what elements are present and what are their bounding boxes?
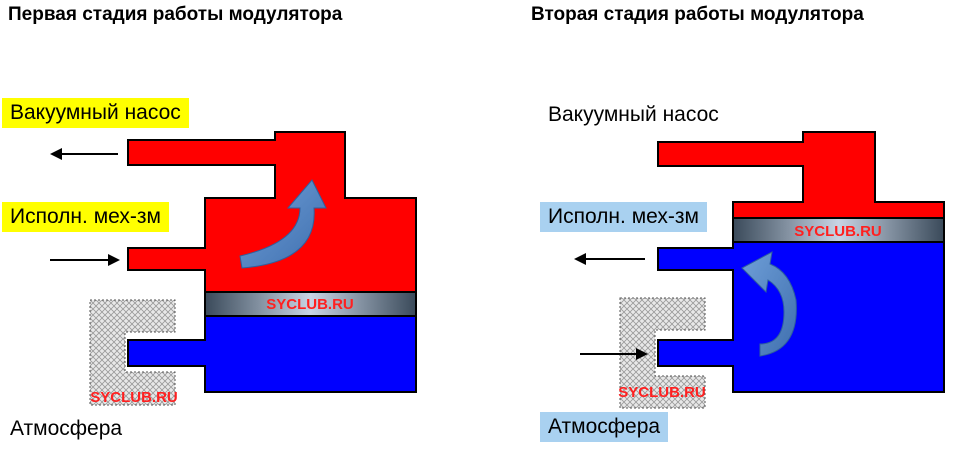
stage-two-diagram [574,131,945,409]
atmosphere-filter [89,299,176,406]
flow-arrow-curve [741,251,797,357]
atmosphere-chamber [657,241,945,393]
flow-arrow-up [239,179,327,269]
arrow-right-icon [580,348,648,360]
label-vacuum-pump: Вакуумный насос [548,103,719,126]
arrow-right-icon [50,254,120,266]
label-actuator: Исполн. мех-зм [2,202,169,232]
stage-one-diagram [50,131,417,406]
label-actuator: Исполн. мех-зм [540,202,707,232]
atmosphere-filter [619,297,706,409]
title-stage-two: Вторая стадия работы модулятора [531,4,864,25]
watermark-text: SYCLUB.RU [266,296,354,313]
atmosphere-chamber [127,315,417,393]
watermark-text: SYCLUB.RU [618,384,706,401]
arrow-left-icon [50,148,118,160]
piston [732,217,945,243]
label-atmosphere: Атмосфера [10,417,123,440]
title-stage-one: Первая стадия работы модулятора [8,4,343,25]
arrow-left-icon [574,253,645,265]
watermark-text: SYCLUB.RU [90,389,178,406]
label-atmosphere: Атмосфера [540,412,669,442]
watermark-text: SYCLUB.RU [794,223,882,240]
label-vacuum-pump: Вакуумный насос [2,98,189,128]
vacuum-chamber [127,131,417,293]
